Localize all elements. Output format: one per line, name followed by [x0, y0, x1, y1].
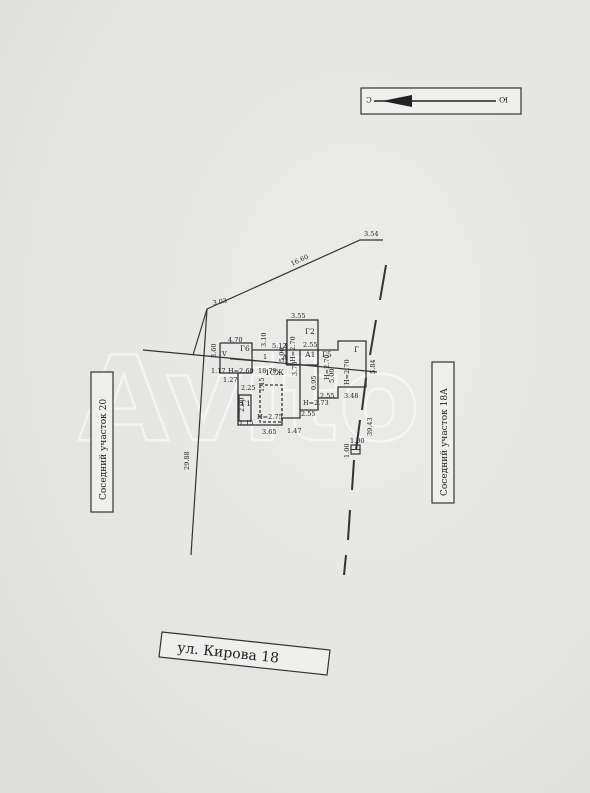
dim-g2-width: 3.55 [291, 312, 305, 320]
room-g5: Г5 [322, 350, 332, 359]
plot-boundary-right-seg5 [351, 459, 355, 491]
gate-marker [229, 358, 269, 363]
height-g6: Н=2.60 [228, 367, 254, 375]
room-main: 1СЖ [265, 368, 285, 377]
neighbor-left-box [90, 371, 114, 513]
plot-boundary-right-seg7 [343, 554, 347, 576]
neighbor-right: Соседний участок 18А [431, 361, 455, 504]
dim-2-55-top: 2.55 [303, 341, 317, 349]
dim-5-84: 5.84 [369, 360, 377, 374]
room-a1: А1 [305, 350, 315, 359]
plot-boundary-left [190, 308, 208, 556]
dim-top-left: 3.03 [212, 297, 228, 307]
garage-g2-outline [286, 319, 319, 366]
dim-g2-height: 5.00 [278, 348, 286, 362]
height-g5: Н=2.70 [323, 354, 331, 380]
neighbor-left-label: Соседний участок 20 [99, 399, 109, 500]
plot-boundary-top [192, 239, 383, 356]
dim-gate-1: 1 [263, 353, 267, 361]
height-g2: Н=2.70 [289, 336, 297, 362]
dim-0-95: 0.95 [310, 376, 318, 390]
height-mid: Н=2.73 [303, 399, 329, 407]
compass-south-label: Ю [499, 95, 508, 104]
dim-3-65: 3.65 [262, 428, 276, 436]
dim-well-2: 1.00 [350, 437, 364, 445]
neighbor-right-box [431, 361, 455, 504]
dim-top-diag: 16.60 [289, 253, 309, 268]
dim-bottom: 18.79 [258, 367, 277, 375]
dim-1-27: 1.27 [223, 376, 237, 384]
dim-gate-v: V [221, 350, 227, 358]
plot-boundary [142, 239, 387, 576]
plot-boundary-right-seg2 [369, 319, 377, 356]
compass: С Ю [360, 87, 522, 115]
dim-3-10: 3.10 [260, 333, 268, 347]
street-label-box [158, 631, 331, 676]
dim-g6-height: 3.60 [210, 344, 218, 358]
height-labels: Н=2.60 Н=2.75 Н=2.73 Н=2.70 Н=2.70 Н=2.7… [228, 336, 351, 421]
room-g1: Г1 [241, 399, 251, 408]
room-a: А [282, 353, 288, 362]
dim-right-side: 39.43 [366, 417, 374, 436]
dim-2-55-right: 2.55 [320, 392, 334, 400]
dim-2-55-bottom: 2.55 [301, 410, 315, 418]
room-g: Г [354, 345, 359, 354]
compass-north-label: С [366, 95, 372, 104]
room-labels: Г6 А 1СЖ А1 Г5 Г Г1 Г2 [240, 327, 359, 408]
neighbor-left: Соседний участок 20 [90, 371, 114, 513]
building-dashed-room [259, 384, 283, 423]
dim-3-70: 3.70 [291, 362, 299, 376]
plot-boundary-right-seg6 [347, 509, 351, 541]
plot-boundary-right-seg3 [361, 377, 367, 411]
height-g1: Н=2.75 [257, 413, 283, 421]
dim-5-12: 5.12 [272, 342, 286, 350]
plot-boundary-right-seg1 [379, 264, 387, 301]
room-g2: Г2 [305, 327, 315, 336]
dim-1-15-vert: 1.15 [258, 378, 266, 392]
dim-top-right: 3.54 [364, 230, 378, 238]
dim-5-00: 5.00 [328, 369, 336, 383]
dim-2-90: 2.90 [238, 398, 246, 412]
dimension-labels: 3.54 16.60 3.03 29.88 39.43 18.79 4.70 3… [183, 230, 378, 470]
north-arrow-icon [382, 95, 412, 107]
dim-well-1: 1.00 [343, 444, 351, 458]
building-porch [238, 394, 252, 422]
room-g6: Г6 [240, 344, 250, 353]
dim-2-25: 2.25 [241, 384, 255, 392]
street: ул. Кирова 18 [158, 631, 331, 676]
dim-1-15: 1.15 [239, 419, 253, 427]
dim-3-48: 3.48 [344, 392, 358, 400]
dim-left-side: 29.88 [183, 451, 191, 470]
neighbor-right-label: Соседний участок 18А [440, 388, 450, 496]
dim-g6-width: 4.70 [228, 336, 242, 344]
dim-1-47: 1.47 [287, 427, 301, 435]
dim-1-17: 1.17 [211, 367, 225, 375]
height-g: Н=2.70 [343, 359, 351, 385]
